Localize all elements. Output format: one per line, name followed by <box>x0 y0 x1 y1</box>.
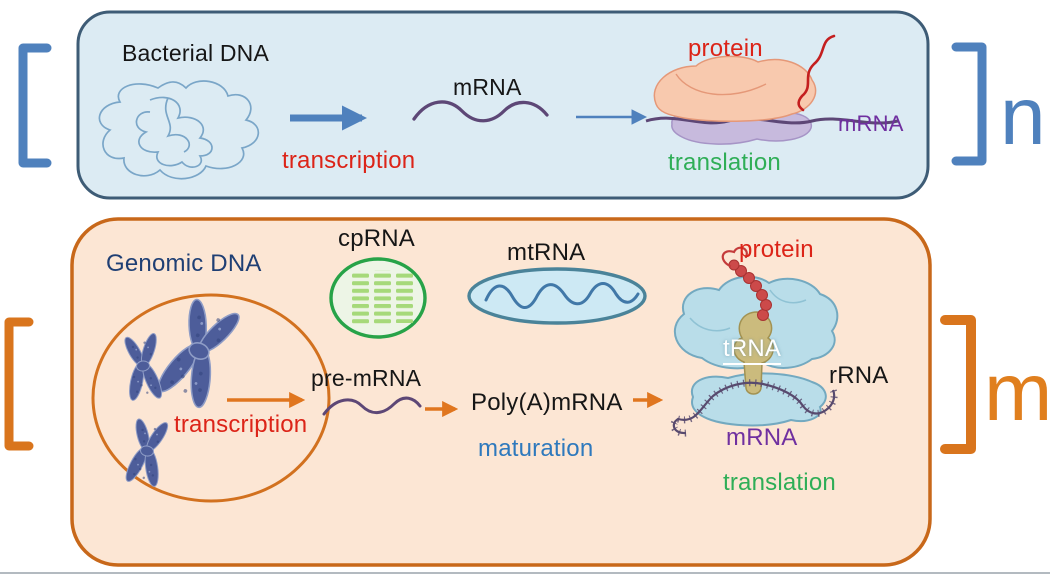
nucleus-membrane <box>91 293 331 503</box>
cprna-label: cpRNA <box>338 225 416 252</box>
mrna-label-bacterial: mRNA <box>453 74 522 100</box>
bracket-close-bacterial <box>951 42 987 166</box>
mitochondrion <box>467 267 647 325</box>
bacterial-dna-label: Bacterial DNA <box>122 40 270 66</box>
mrna-strand-bacterial <box>645 116 899 125</box>
ribosome-mrna-label-bacterial: mRNA <box>838 111 904 136</box>
genomic-dna-label: Genomic DNA <box>106 250 262 277</box>
protein-chain-bacterial <box>797 34 836 112</box>
ribosome-eukaryote <box>670 246 839 437</box>
grana-stack-1 <box>352 272 369 324</box>
maturation-label: maturation <box>478 435 594 462</box>
grana-stack-3 <box>396 273 413 323</box>
bacterial-multiplier-n: n <box>1000 71 1046 162</box>
grana-stack-2 <box>374 270 391 326</box>
eukaryote-multiplier-m: m <box>984 347 1050 438</box>
protein-bead-chain <box>728 259 772 321</box>
bracket-open-bacterial <box>18 43 52 168</box>
chloroplast <box>329 257 427 339</box>
ribosome-bacterial <box>645 34 899 145</box>
polya-mrna-label: Poly(A)mRNA <box>471 389 623 416</box>
rrna-label: rRNA <box>829 362 889 389</box>
ribosome-large-subunit <box>653 55 817 123</box>
mrna-strand-eukaryote <box>672 381 836 435</box>
mrna-squiggle-bacterial <box>412 100 549 123</box>
bottom-edge-line <box>0 572 1050 574</box>
pre-mrna-squiggle <box>322 396 422 416</box>
protein-squiggle-top <box>721 246 748 268</box>
trna-label: tRNA <box>723 337 782 365</box>
translation-label-eukaryote: translation <box>723 469 836 496</box>
transcription-label-bacterial: transcription <box>282 147 416 174</box>
mrna-label-eukaryote: mRNA <box>726 424 798 451</box>
protein-label-eukaryote: protein <box>739 236 814 263</box>
bracket-open-eukaryote <box>4 317 34 451</box>
mtrna-label: mtRNA <box>507 239 586 266</box>
ribosome-folds-euk <box>689 289 807 332</box>
pre-mrna-label: pre-mRNA <box>311 365 422 391</box>
trna-shape <box>733 311 774 395</box>
bacterial-dna-tangle <box>98 80 260 180</box>
transcription-label-eukaryote: transcription <box>174 411 308 438</box>
translation-label-bacterial: translation <box>668 149 781 176</box>
bracket-close-eukaryote <box>940 315 976 454</box>
ribosome-fold <box>675 73 767 96</box>
protein-label-bacterial: protein <box>688 35 763 62</box>
mtrna-wave <box>484 282 640 309</box>
